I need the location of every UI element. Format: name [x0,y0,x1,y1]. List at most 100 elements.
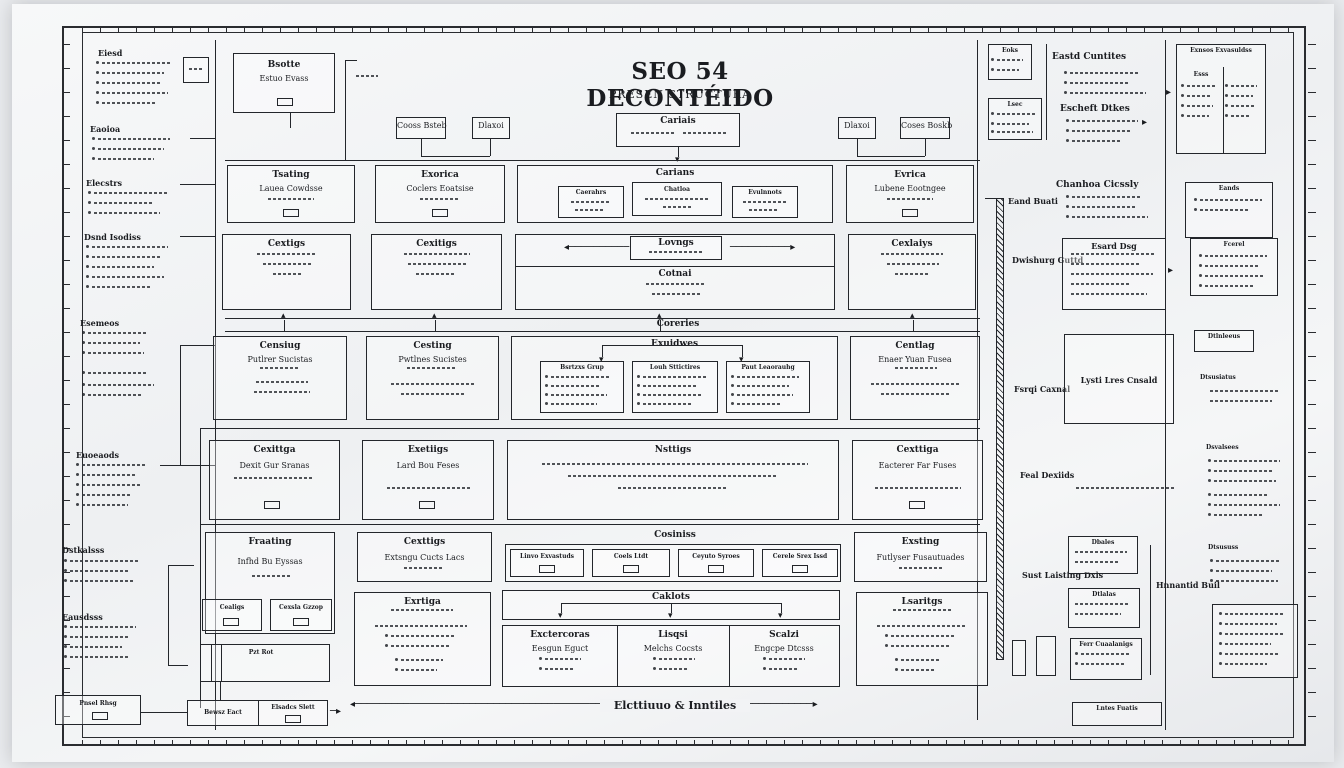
sub-box: Coels Ltdt [592,549,670,577]
top-small-label: Coses Boskb [901,121,953,130]
list-item [1208,493,1268,496]
box-sub: Esss [1193,71,1209,78]
connector [160,465,215,466]
box-title: Cexttiga [896,445,939,455]
left-list-header: Dsnd Isodiss [84,232,141,242]
list-item [1210,559,1280,562]
list-item [64,579,134,582]
row4-box-1: Cexittga Dexit Gur Sranas [209,440,340,520]
list-item [1066,129,1130,132]
box-title: Caklots [652,592,690,602]
sub-box-title: Cexsla Gzzop [279,604,323,611]
sub-box-title: Cealigs [219,604,245,611]
connector [141,712,187,713]
list-item [1066,215,1148,218]
section-divider [200,524,980,525]
section-label: Cosiniss [654,530,696,540]
sub-box-sub: Engcpe Dtcsss [754,644,814,653]
box-title: Exetiigs [407,445,449,455]
sub-box: Louh Sttictires [632,361,718,413]
box-title: Pnsel Rhsg [79,700,117,707]
connector [1046,44,1047,140]
list-item [86,255,162,258]
side-label: Feal Dexiids [1020,470,1075,480]
section-divider [225,318,980,319]
row5-box-3: Linvo Exvastuds Coels Ltdt Ceyuto Syroes… [505,544,841,582]
sub-box: Cerele Srex Issd [762,549,838,577]
row2-box-2: Cexitigs [371,234,502,310]
diagram-title: SEO 54 DECONTÉIDO [586,58,774,112]
box-title: Ferr Cuaalanigs [1079,641,1133,648]
bottom-ruler [82,740,1292,746]
list-item [82,341,140,344]
bottom-left-box: Pzt Rot [200,644,330,682]
list-item [76,483,142,486]
sub-box-title: Chatloa [664,186,690,193]
list-item [1064,71,1140,74]
sub-box: Paut Leaorauhg [726,361,810,413]
sub-box: Lovngs [630,236,722,260]
list-item [82,371,146,374]
sub-box-title: Coels Ltdt [613,553,649,560]
connector [168,565,169,665]
box-title: Eands [1218,185,1240,192]
list-item [76,473,136,476]
row6-box-1: Exrtiga [354,592,491,686]
box-title: Cexttigs [403,537,446,547]
bottom-left-box-2: Pnsel Rhsg [55,695,141,725]
connector [220,682,221,700]
connector [180,236,215,237]
row5-box-2: Cexttigs Extsngu Cucts Lacs [357,532,492,582]
row3-box-4: Centlag Enaer Yuan Fusea [850,336,980,420]
tag-icon [293,618,309,626]
section-divider [225,331,980,332]
sub-box-title: Caerahrs [575,189,607,196]
right-column-divider [1165,40,1166,730]
tag-icon [264,501,280,509]
arrow-right: ▸ [1168,265,1174,276]
tag-icon [792,565,808,573]
list-item [88,201,154,204]
section-divider [225,160,980,161]
list-item [64,569,130,572]
list-item [1066,195,1142,198]
box-title: Lysti Lres Cnsald [1080,375,1158,385]
box-title: Eoks [1001,47,1019,54]
left-list-header: Eaoioa [90,124,121,134]
row5-box-1: Fraating Infhd Bu Eyssas Cealigs Cexsla … [202,532,335,634]
box-sub: Extsngu Cucts Lacs [384,553,465,562]
box-title: Centlag [895,341,935,351]
arrow-right: ──────────▸ [730,242,796,253]
section-divider [200,428,980,429]
arrow-right: ─▸ [330,706,342,717]
list-item [88,211,160,214]
list-item [86,265,154,268]
arrow-up [910,311,915,332]
list-item [1066,205,1136,208]
box-sub: Eacterer Far Fuses [878,461,957,470]
list-item [92,147,164,150]
box-sub: Enaer Yuan Fusea [878,355,952,364]
connector [421,139,422,156]
tag-icon [708,565,724,573]
list-item [1208,513,1262,516]
row3-box-3: Exuidwes Bsrtzxs Grup Louh Sttictires Pa… [511,336,838,420]
sub-box-title: Paut Leaorauhg [741,364,795,371]
sub-box: Linvo Exvastuds [510,549,584,577]
right-header-2: Escheft Dtkes [1060,104,1130,114]
row1-box-3: Carians Caerahrs Chatloa Evulnnots [517,165,833,223]
arrow-up [432,311,437,332]
sub-box: Ceyuto Syroes [678,549,754,577]
sub-box-title: Louh Sttictires [649,364,701,371]
list-item [76,463,146,466]
box-title: Cexittga [253,445,296,455]
right-col-box-1: Eands [1185,182,1273,238]
right-box-d: Dtlalas [1068,588,1140,628]
box-title: Pzt Rot [248,649,274,656]
connector [190,138,215,139]
box-title: Cexlaiys [891,239,933,249]
small-bar [1036,636,1056,676]
box-sub: Estuo Evass [259,74,309,83]
sub-box-title: Linvo Exvastuds [519,553,575,560]
box-title: Censiug [259,341,301,351]
